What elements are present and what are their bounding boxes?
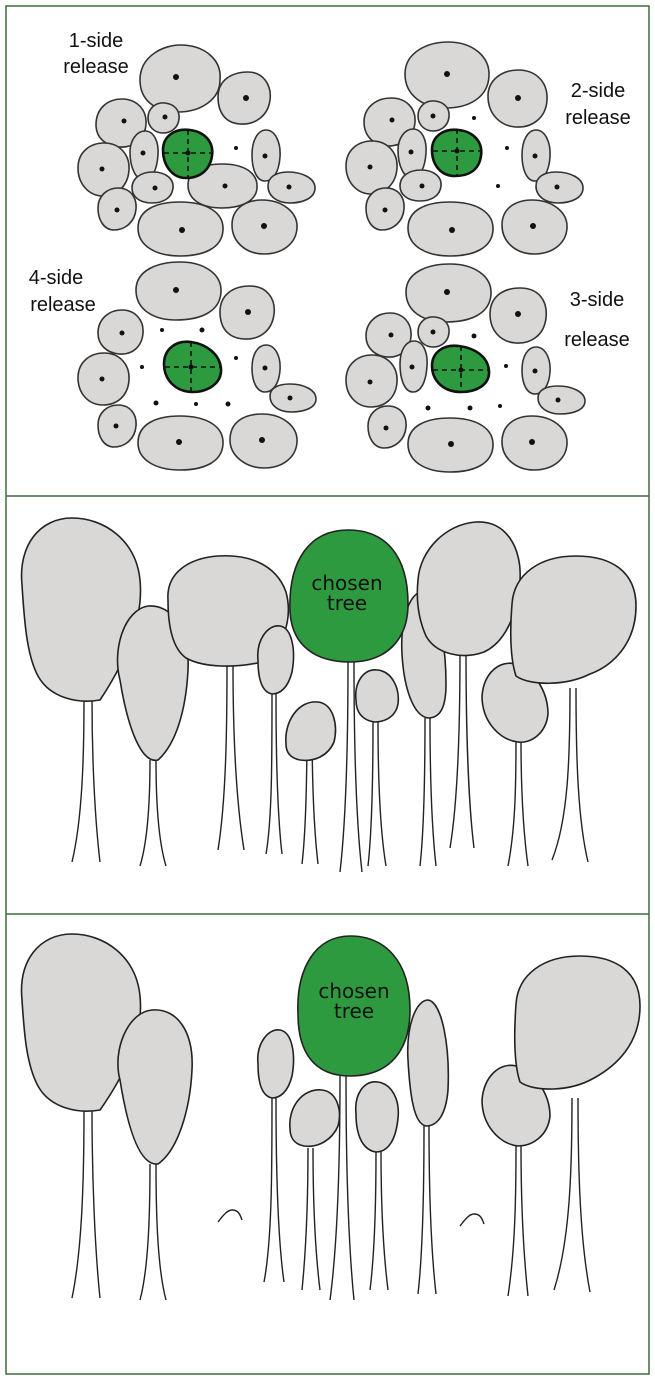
crown xyxy=(268,172,315,203)
crown xyxy=(140,45,220,112)
crown xyxy=(536,172,583,203)
release-label-line2: release xyxy=(30,294,96,316)
chosen-tree-label-line2: tree xyxy=(334,999,374,1023)
crown xyxy=(356,670,399,722)
crown xyxy=(356,1082,399,1152)
crown xyxy=(132,172,173,203)
release-label-line2: release xyxy=(63,56,129,78)
crown xyxy=(538,386,585,414)
release-label-line2: release xyxy=(564,329,630,351)
release-label-line2: release xyxy=(565,107,631,129)
release-label-line1: 4-side xyxy=(29,267,83,289)
crown xyxy=(258,626,294,694)
release-label-line1: 2-side xyxy=(571,80,625,102)
release-label-line1: 3-side xyxy=(570,289,624,311)
crown xyxy=(270,384,316,412)
crown xyxy=(408,1000,449,1126)
chosen-tree-label-line2: tree xyxy=(327,591,367,615)
release-label-line1: 1-side xyxy=(69,30,123,52)
crown xyxy=(258,1030,294,1098)
